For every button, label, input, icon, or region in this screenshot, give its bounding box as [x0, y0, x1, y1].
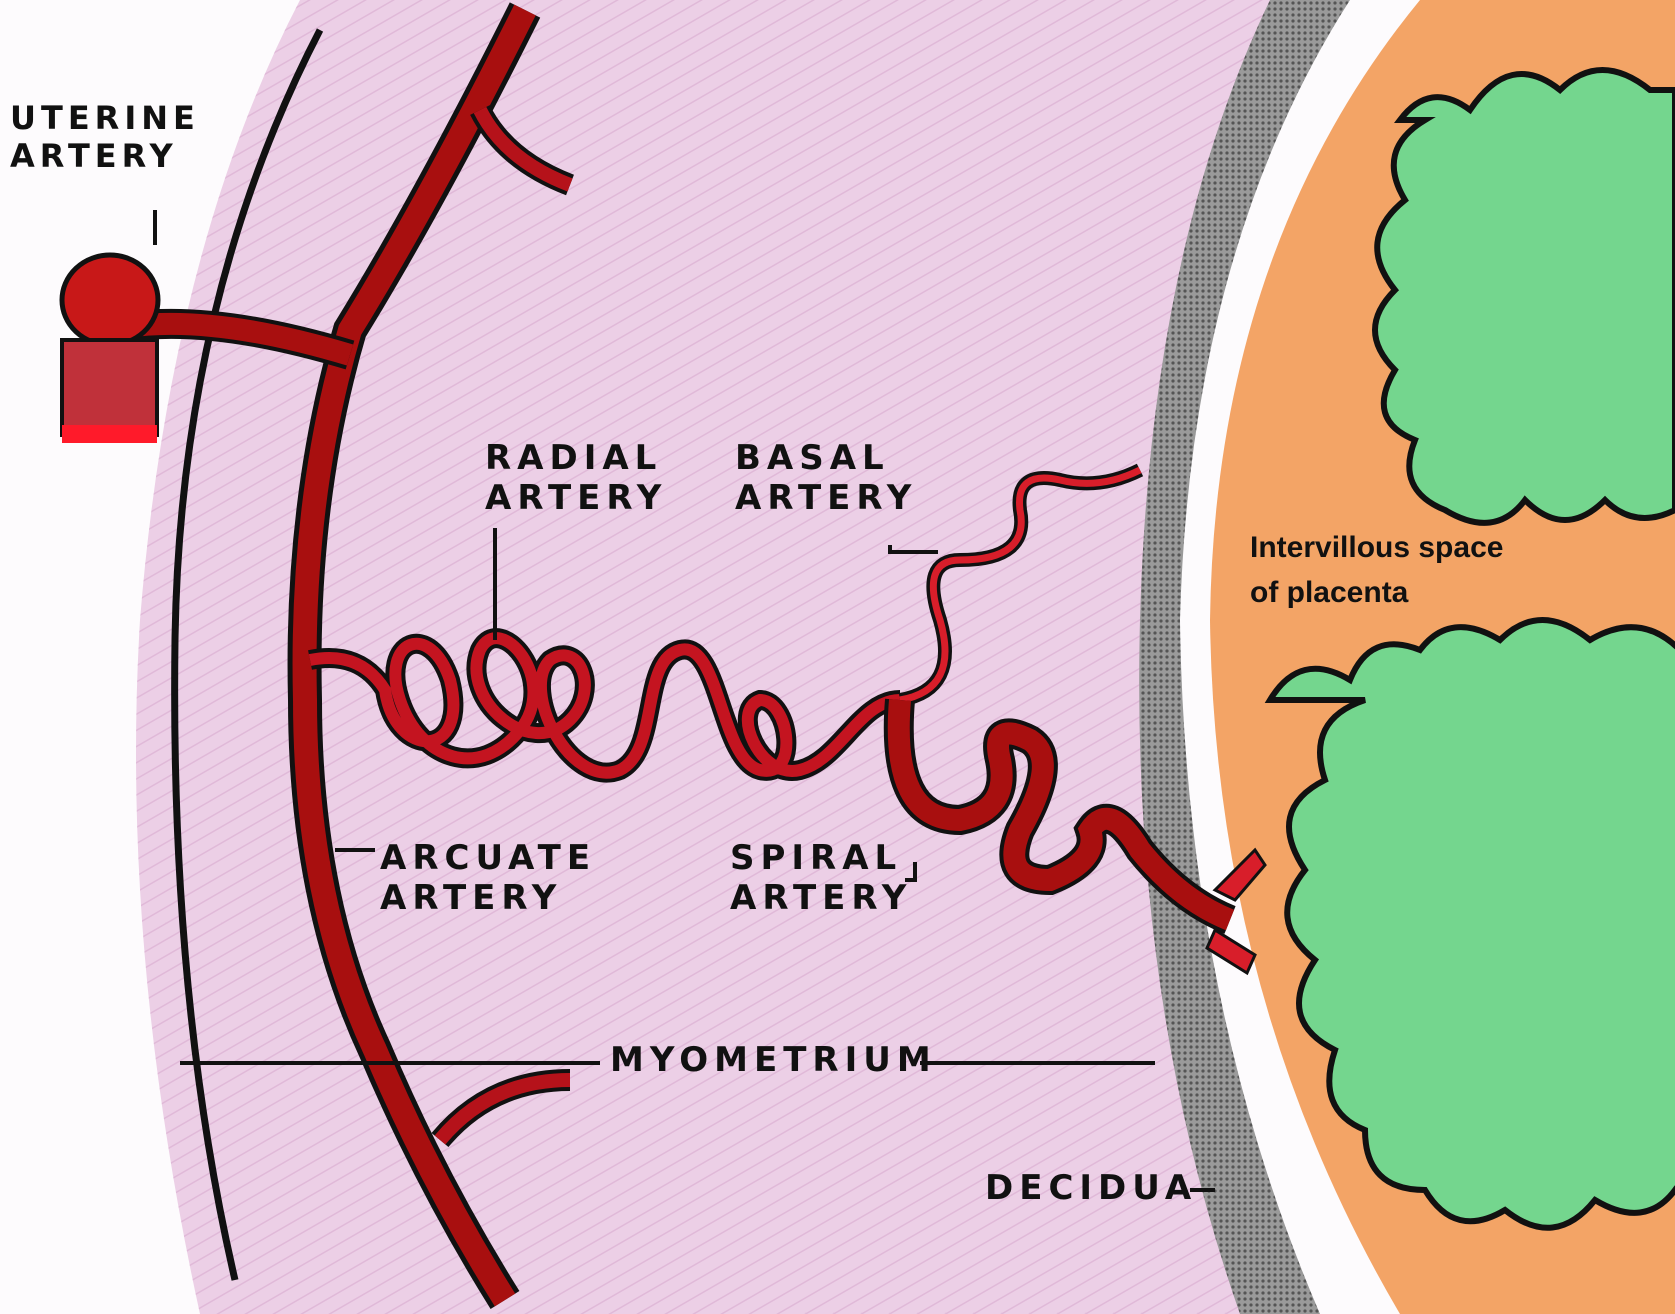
label-basal-artery: BASAL ARTERY — [735, 438, 917, 518]
label-intervillous-space: Intervillous space of placenta — [1250, 525, 1503, 615]
label-spiral-artery: SPIRAL ARTERY — [730, 838, 912, 918]
label-radial-artery: RADIAL ARTERY — [485, 438, 667, 518]
label-uterine-artery: UTERINE ARTERY — [10, 100, 200, 176]
label-arcuate-artery: ARCUATE ARTERY — [380, 838, 596, 918]
label-myometrium: MYOMETRIUM — [610, 1040, 937, 1080]
label-decidua: DECIDUA — [985, 1168, 1197, 1208]
